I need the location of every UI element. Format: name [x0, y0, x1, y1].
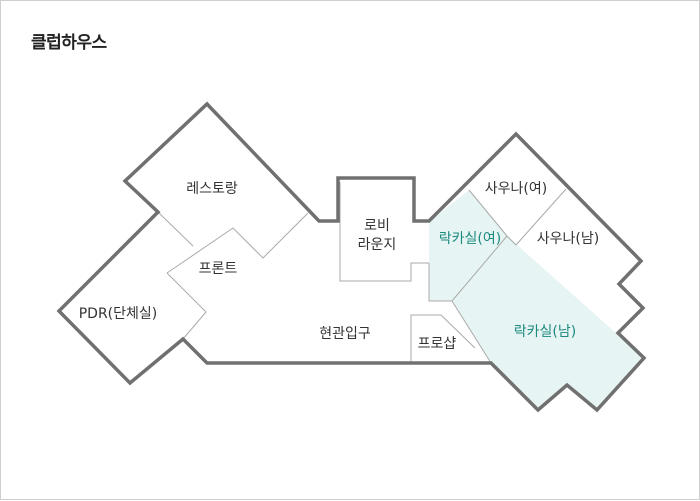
room-label-lobby-line1: 로비 [364, 218, 390, 234]
room-label-locker-men: 락카실(남) [514, 324, 576, 340]
locker-room-women-area [429, 190, 507, 301]
room-label-front: 프론트 [199, 261, 238, 277]
room-label-restaurant: 레스토랑 [186, 181, 238, 197]
locker-room-men-area [452, 236, 644, 410]
interior-partitions [158, 188, 567, 364]
room-label-locker-women: 락카실(여) [439, 231, 501, 247]
room-label-proshop: 프로샵 [418, 336, 457, 352]
room-label-lobby-line2: 라운지 [358, 237, 397, 253]
room-label-sauna-women: 사우나(여) [485, 181, 547, 197]
building-outer-wall [56, 101, 647, 413]
room-label-sauna-men: 사우나(남) [537, 231, 599, 247]
page-title: 클럽하우스 [31, 33, 107, 53]
lobby-wall [339, 182, 429, 282]
room-label-entrance: 현관입구 [319, 326, 371, 342]
room-label-pdr: PDR(단체실) [79, 306, 158, 322]
